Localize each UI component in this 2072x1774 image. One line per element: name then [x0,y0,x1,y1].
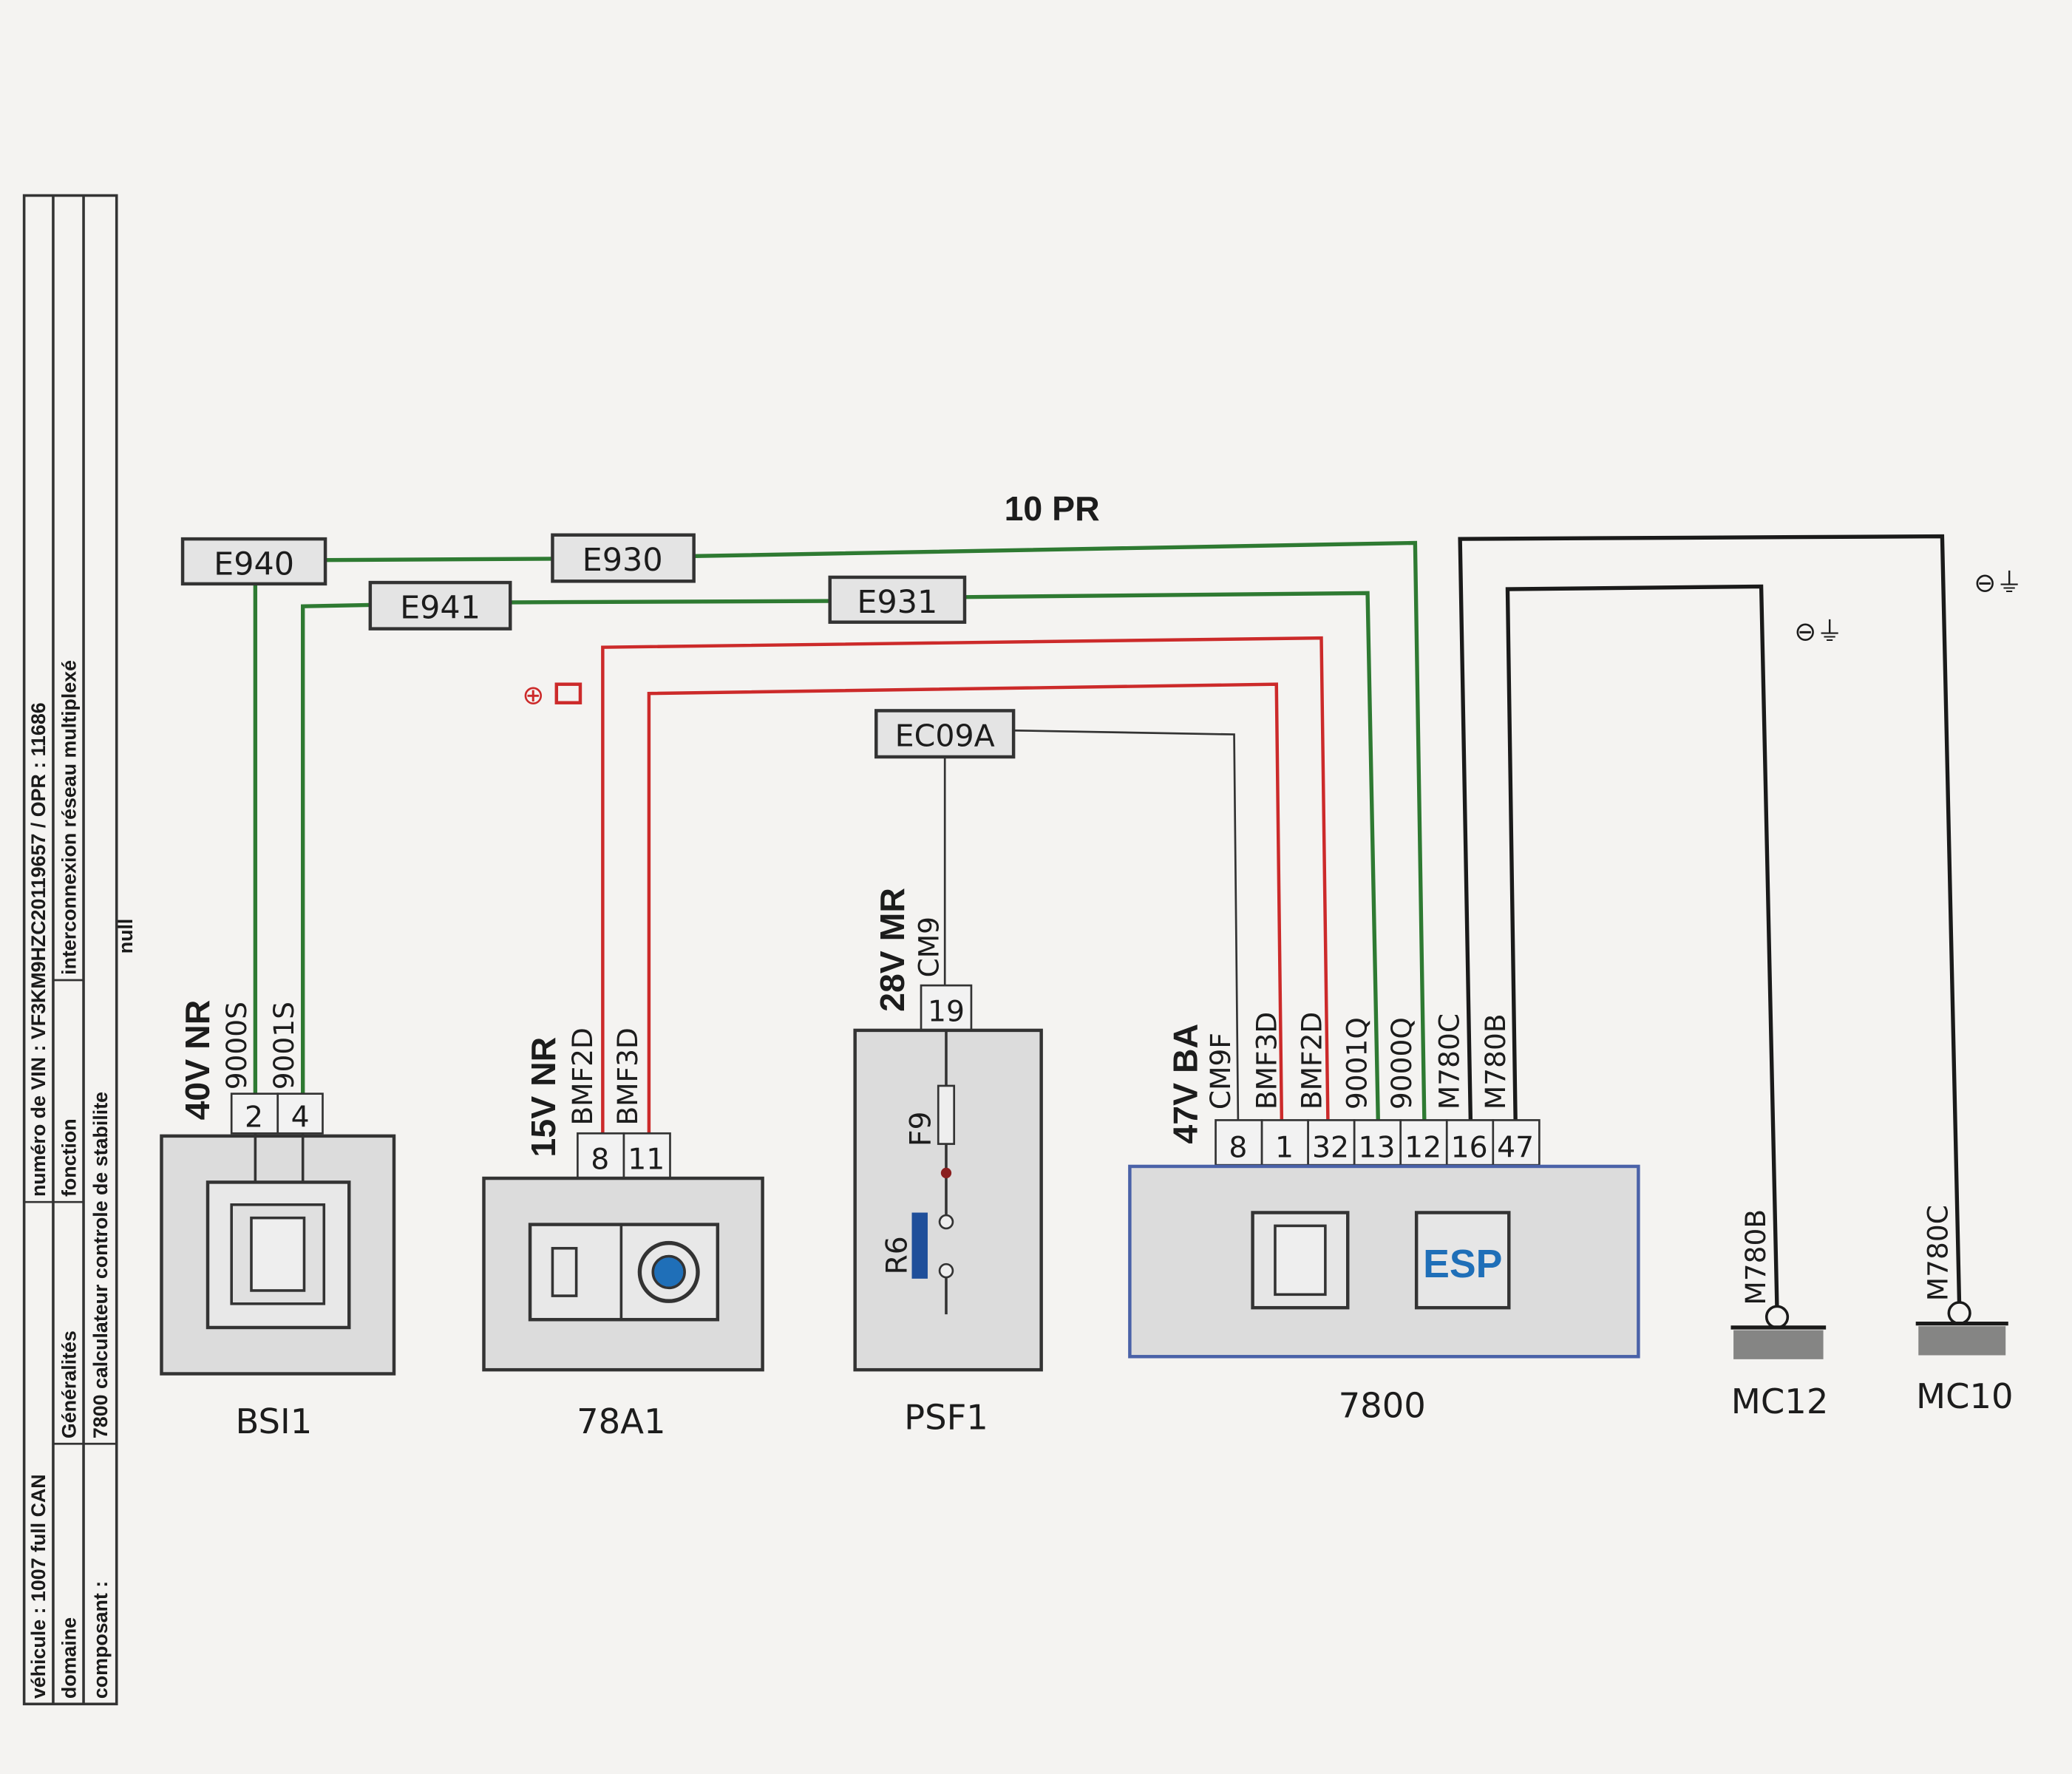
ground-point-mc10: M780C MC10 [1915,1205,2014,1416]
svg-text:E941: E941 [400,589,480,626]
svg-text:E931: E931 [857,584,937,621]
svg-text:E940: E940 [214,546,294,582]
wires [253,534,1962,1311]
svg-text:9000S: 9000S [220,1002,253,1090]
svg-text:19: 19 [928,995,965,1028]
connector-e940: E940 [180,537,327,586]
svg-text:BMF2D: BMF2D [566,1027,599,1125]
svg-text:9001Q: 9001Q [1340,1017,1373,1109]
vehicle-text: véhicule : 1007 full CAN [27,1474,50,1699]
component-name: 78A1 [577,1401,665,1441]
battery-icon [554,682,582,704]
svg-text:MC12: MC12 [1731,1382,1829,1421]
component-7800: 47V BA CM9F BMF3D BMF2D 9001Q 9000Q M780… [1128,1012,1640,1425]
svg-text:16: 16 [1451,1131,1488,1164]
component-name: PSF1 [904,1398,988,1438]
extra-text: null [115,919,137,954]
ground-hatch-icon [1733,1330,1824,1359]
svg-text:BMF2D: BMF2D [1296,1012,1328,1109]
ground-hatch-icon [1918,1326,2006,1356]
svg-text:CM9: CM9 [912,917,945,977]
header-table: véhicule : 1007 full CAN numéro de VIN :… [22,194,137,1706]
svg-text:11: 11 [628,1143,665,1177]
svg-text:9000Q: 9000Q [1385,1017,1418,1109]
svg-text:M780C: M780C [1433,1013,1465,1109]
component-bsi1: 40V NR 9000S 9001S 2 4 BSI1 [160,1000,396,1441]
svg-text:2: 2 [245,1101,263,1134]
battery-positive-icon: ⊕ [522,680,544,710]
svg-text:13: 13 [1359,1131,1396,1164]
svg-text:ESP: ESP [1423,1242,1502,1286]
svg-text:EC09A: EC09A [895,718,995,754]
component-value: 7800 calculateur controle de stabilite [89,1092,112,1438]
svg-text:32: 32 [1312,1131,1349,1164]
svg-text:8: 8 [1229,1131,1247,1164]
ground-point-mc12: M780B MC12 [1730,1209,1828,1421]
ground-icon: ⊖⏚ [1974,568,2022,599]
relay-icon [551,1246,578,1297]
ground-icon: ⊖⏚ [1794,617,1843,648]
relay-icon [911,1212,928,1279]
svg-text:F9: F9 [905,1112,938,1147]
svg-text:MC10: MC10 [1916,1376,2014,1416]
svg-text:R6: R6 [880,1236,914,1274]
svg-text:4: 4 [291,1101,310,1134]
svg-text:47V BA: 47V BA [1166,1024,1205,1144]
svg-text:M780B: M780B [1739,1209,1772,1305]
function-label: fonction [58,1118,80,1197]
brake-icon [637,1240,700,1303]
pin-row: 8 1 32 13 12 16 47 [1215,1119,1541,1166]
svg-text:47: 47 [1497,1131,1534,1164]
connector-e941: E941 [368,580,512,631]
component-label: composant : [89,1581,112,1699]
svg-text:BMF3D: BMF3D [611,1027,644,1125]
svg-text:28V MR: 28V MR [873,888,911,1012]
vin-text: numéro de VIN : VF3KM9HZC20119657 / OPR … [27,702,50,1197]
domain-label: domaine [58,1617,80,1699]
svg-text:M780B: M780B [1479,1013,1512,1109]
bundle-label: 10 PR [1005,489,1100,528]
svg-text:15V NR: 15V NR [524,1037,563,1158]
svg-text:BMF3D: BMF3D [1251,1012,1283,1109]
component-psf1: 28V MR CM9 19 F9 R6 PSF1 [853,888,1043,1438]
connector-e931: E931 [828,575,967,624]
svg-text:8: 8 [591,1143,609,1177]
svg-text:9001S: 9001S [268,1002,300,1090]
svg-text:1: 1 [1275,1131,1294,1164]
component-name: 7800 [1339,1385,1426,1425]
svg-text:CM9F: CM9F [1204,1033,1237,1109]
svg-text:M780C: M780C [1922,1205,1954,1301]
esp-badge [1414,1211,1511,1310]
svg-text:12: 12 [1404,1131,1441,1164]
svg-text:E930: E930 [582,542,663,579]
component-name: BSI1 [235,1401,312,1441]
connector-e930: E930 [551,533,696,583]
connector-ec09a: EC09A [874,709,1016,759]
function-value: interconnexion réseau multiplexé [58,660,80,975]
fuse-icon [937,1084,956,1145]
domain-value: Généralités [58,1330,80,1438]
svg-text:40V NR: 40V NR [178,1000,217,1121]
component-78a1: 15V NR BMF2D BMF3D 8 11 78A1 [482,1027,764,1441]
